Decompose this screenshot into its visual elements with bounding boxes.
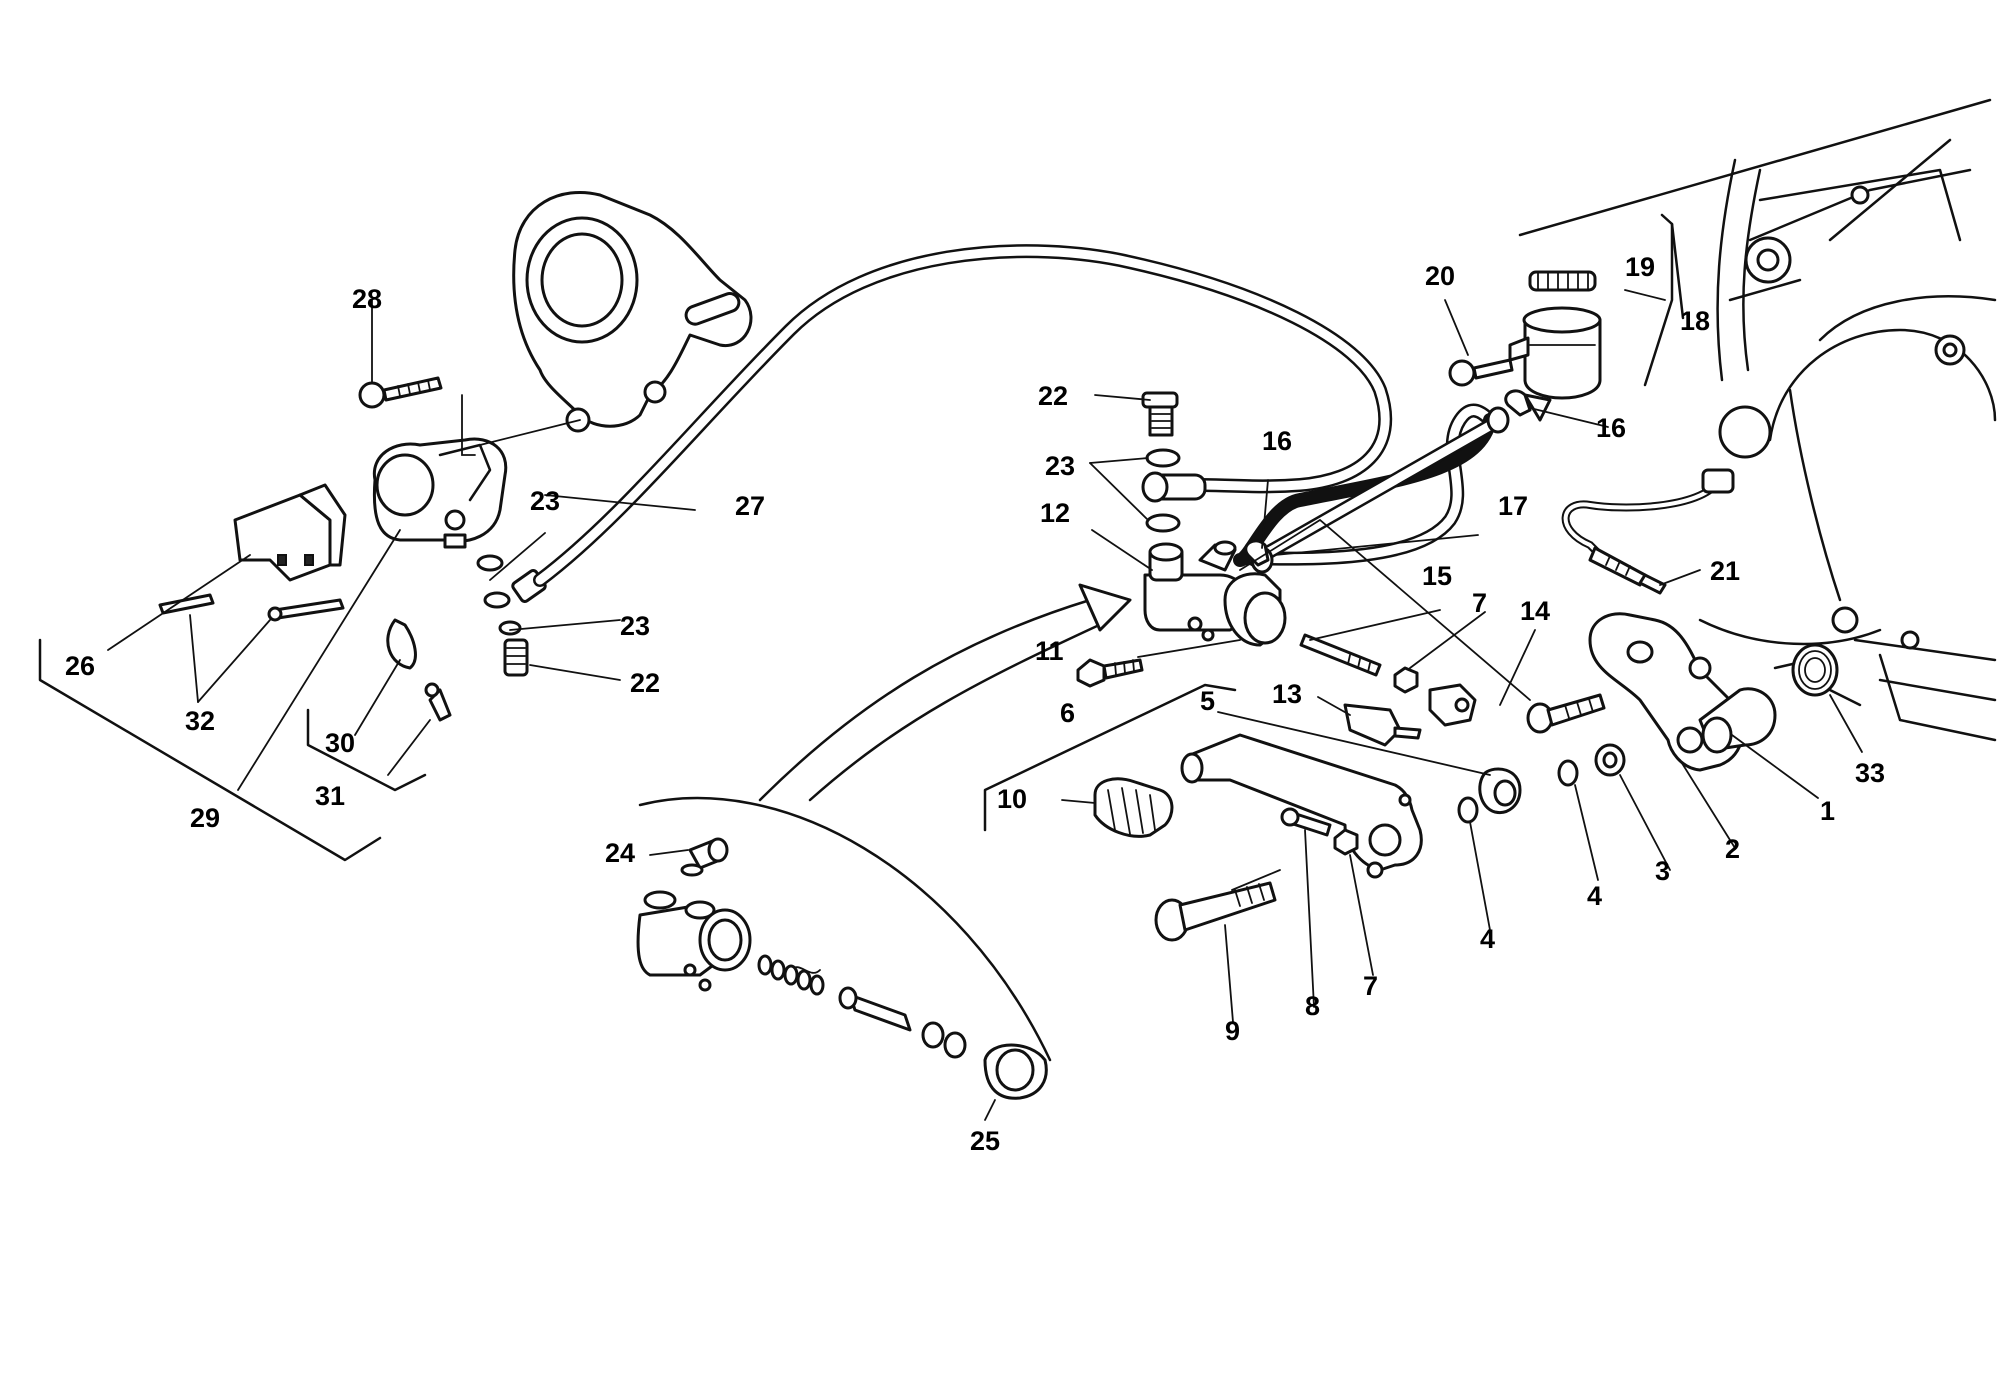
- screw-20: [1448, 358, 1514, 387]
- callout-5: 5: [1200, 686, 1215, 716]
- clevis-14: [1428, 683, 1477, 727]
- exploded-master-cylinder: [636, 796, 1052, 1100]
- callout-3: 3: [1655, 856, 1670, 886]
- callout-14: 14: [1520, 596, 1550, 626]
- callout-7-lower: 7: [1363, 971, 1378, 1001]
- callout-22-lower: 22: [630, 668, 660, 698]
- washer-4-left: [1457, 796, 1479, 824]
- callout-8: 8: [1305, 991, 1320, 1021]
- callout-25: 25: [970, 1126, 1000, 1156]
- clevis-13: [1343, 703, 1422, 747]
- callout-31: 31: [315, 781, 345, 811]
- callout-15: 15: [1422, 561, 1452, 591]
- caliper-banjo-fittings: [476, 554, 547, 677]
- callout-12: 12: [1040, 498, 1070, 528]
- engine-casing: [1518, 98, 1997, 742]
- callout-33: 33: [1855, 758, 1885, 788]
- pedal-rubber-10: [1093, 777, 1174, 838]
- brake-caliper: [372, 437, 508, 549]
- bolt-28: [358, 376, 443, 409]
- callout-11: 11: [1035, 636, 1064, 666]
- callout-16-lower: 16: [1262, 426, 1292, 456]
- nut-7-upper: [1393, 666, 1419, 694]
- callout-17: 17: [1498, 491, 1528, 521]
- callout-2: 2: [1725, 834, 1740, 864]
- callout-23-caliper-upper: 23: [530, 486, 560, 516]
- brake-pads: [233, 483, 347, 582]
- callout-24: 24: [605, 838, 635, 868]
- pushrod-15: [1299, 633, 1382, 677]
- rear-master-cylinder: [1143, 540, 1287, 647]
- callout-labels: 1 2 3 4 4 5 6 7 7 8 9 10 11 12 13 14 15 …: [65, 252, 1885, 1156]
- washer-3: [1594, 743, 1626, 777]
- callout-19: 19: [1625, 252, 1655, 282]
- bushing-5: [1478, 767, 1522, 815]
- callout-9: 9: [1225, 1016, 1240, 1046]
- brake-hose-27: [533, 244, 1393, 587]
- brake-light-switch-21: [1561, 468, 1735, 595]
- callout-13: 13: [1272, 679, 1302, 709]
- callout-32: 32: [185, 706, 215, 736]
- bleeder-31: [424, 682, 452, 722]
- callout-22-upper: 22: [1038, 381, 1068, 411]
- pivot-bolt-9: [1154, 881, 1277, 942]
- callout-30: 30: [325, 728, 355, 758]
- pivot-bolt-1: [1698, 687, 1777, 754]
- bolt-1-shaft: [1526, 693, 1606, 734]
- screw-8: [1280, 807, 1332, 837]
- fluid-reservoir: [1508, 270, 1602, 422]
- callout-18: 18: [1680, 306, 1710, 336]
- callout-16-upper: 16: [1596, 413, 1626, 443]
- leader-lines: [38, 213, 1863, 1121]
- callout-10: 10: [997, 784, 1027, 814]
- nut-7-lower: [1333, 828, 1359, 856]
- clip-30: [386, 618, 417, 670]
- hose-clamp-16-upper: [1504, 389, 1532, 417]
- callout-6: 6: [1060, 698, 1075, 728]
- callout-1: 1: [1820, 796, 1835, 826]
- callout-28: 28: [352, 284, 382, 314]
- callout-23-master: 23: [1045, 451, 1075, 481]
- callout-29: 29: [190, 803, 220, 833]
- pad-pins: [158, 593, 345, 622]
- callout-4-right: 4: [1587, 881, 1602, 911]
- caliper-bracket: [512, 190, 753, 433]
- callout-23-caliper-lower: 23: [620, 611, 650, 641]
- return-spring-33: [1773, 643, 1862, 707]
- callout-7-upper: 7: [1472, 588, 1487, 618]
- callout-4-left: 4: [1480, 924, 1495, 954]
- master-banjo-fittings: [1141, 391, 1181, 533]
- callout-27: 27: [735, 491, 765, 521]
- callout-21: 21: [1710, 556, 1740, 586]
- callout-26: 26: [65, 651, 95, 681]
- washer-4-right: [1557, 759, 1579, 787]
- bolt-11: [1076, 658, 1144, 688]
- detail-arrow: [758, 583, 1132, 802]
- callout-20: 20: [1425, 261, 1455, 291]
- brake-pedal-6: [1180, 733, 1423, 879]
